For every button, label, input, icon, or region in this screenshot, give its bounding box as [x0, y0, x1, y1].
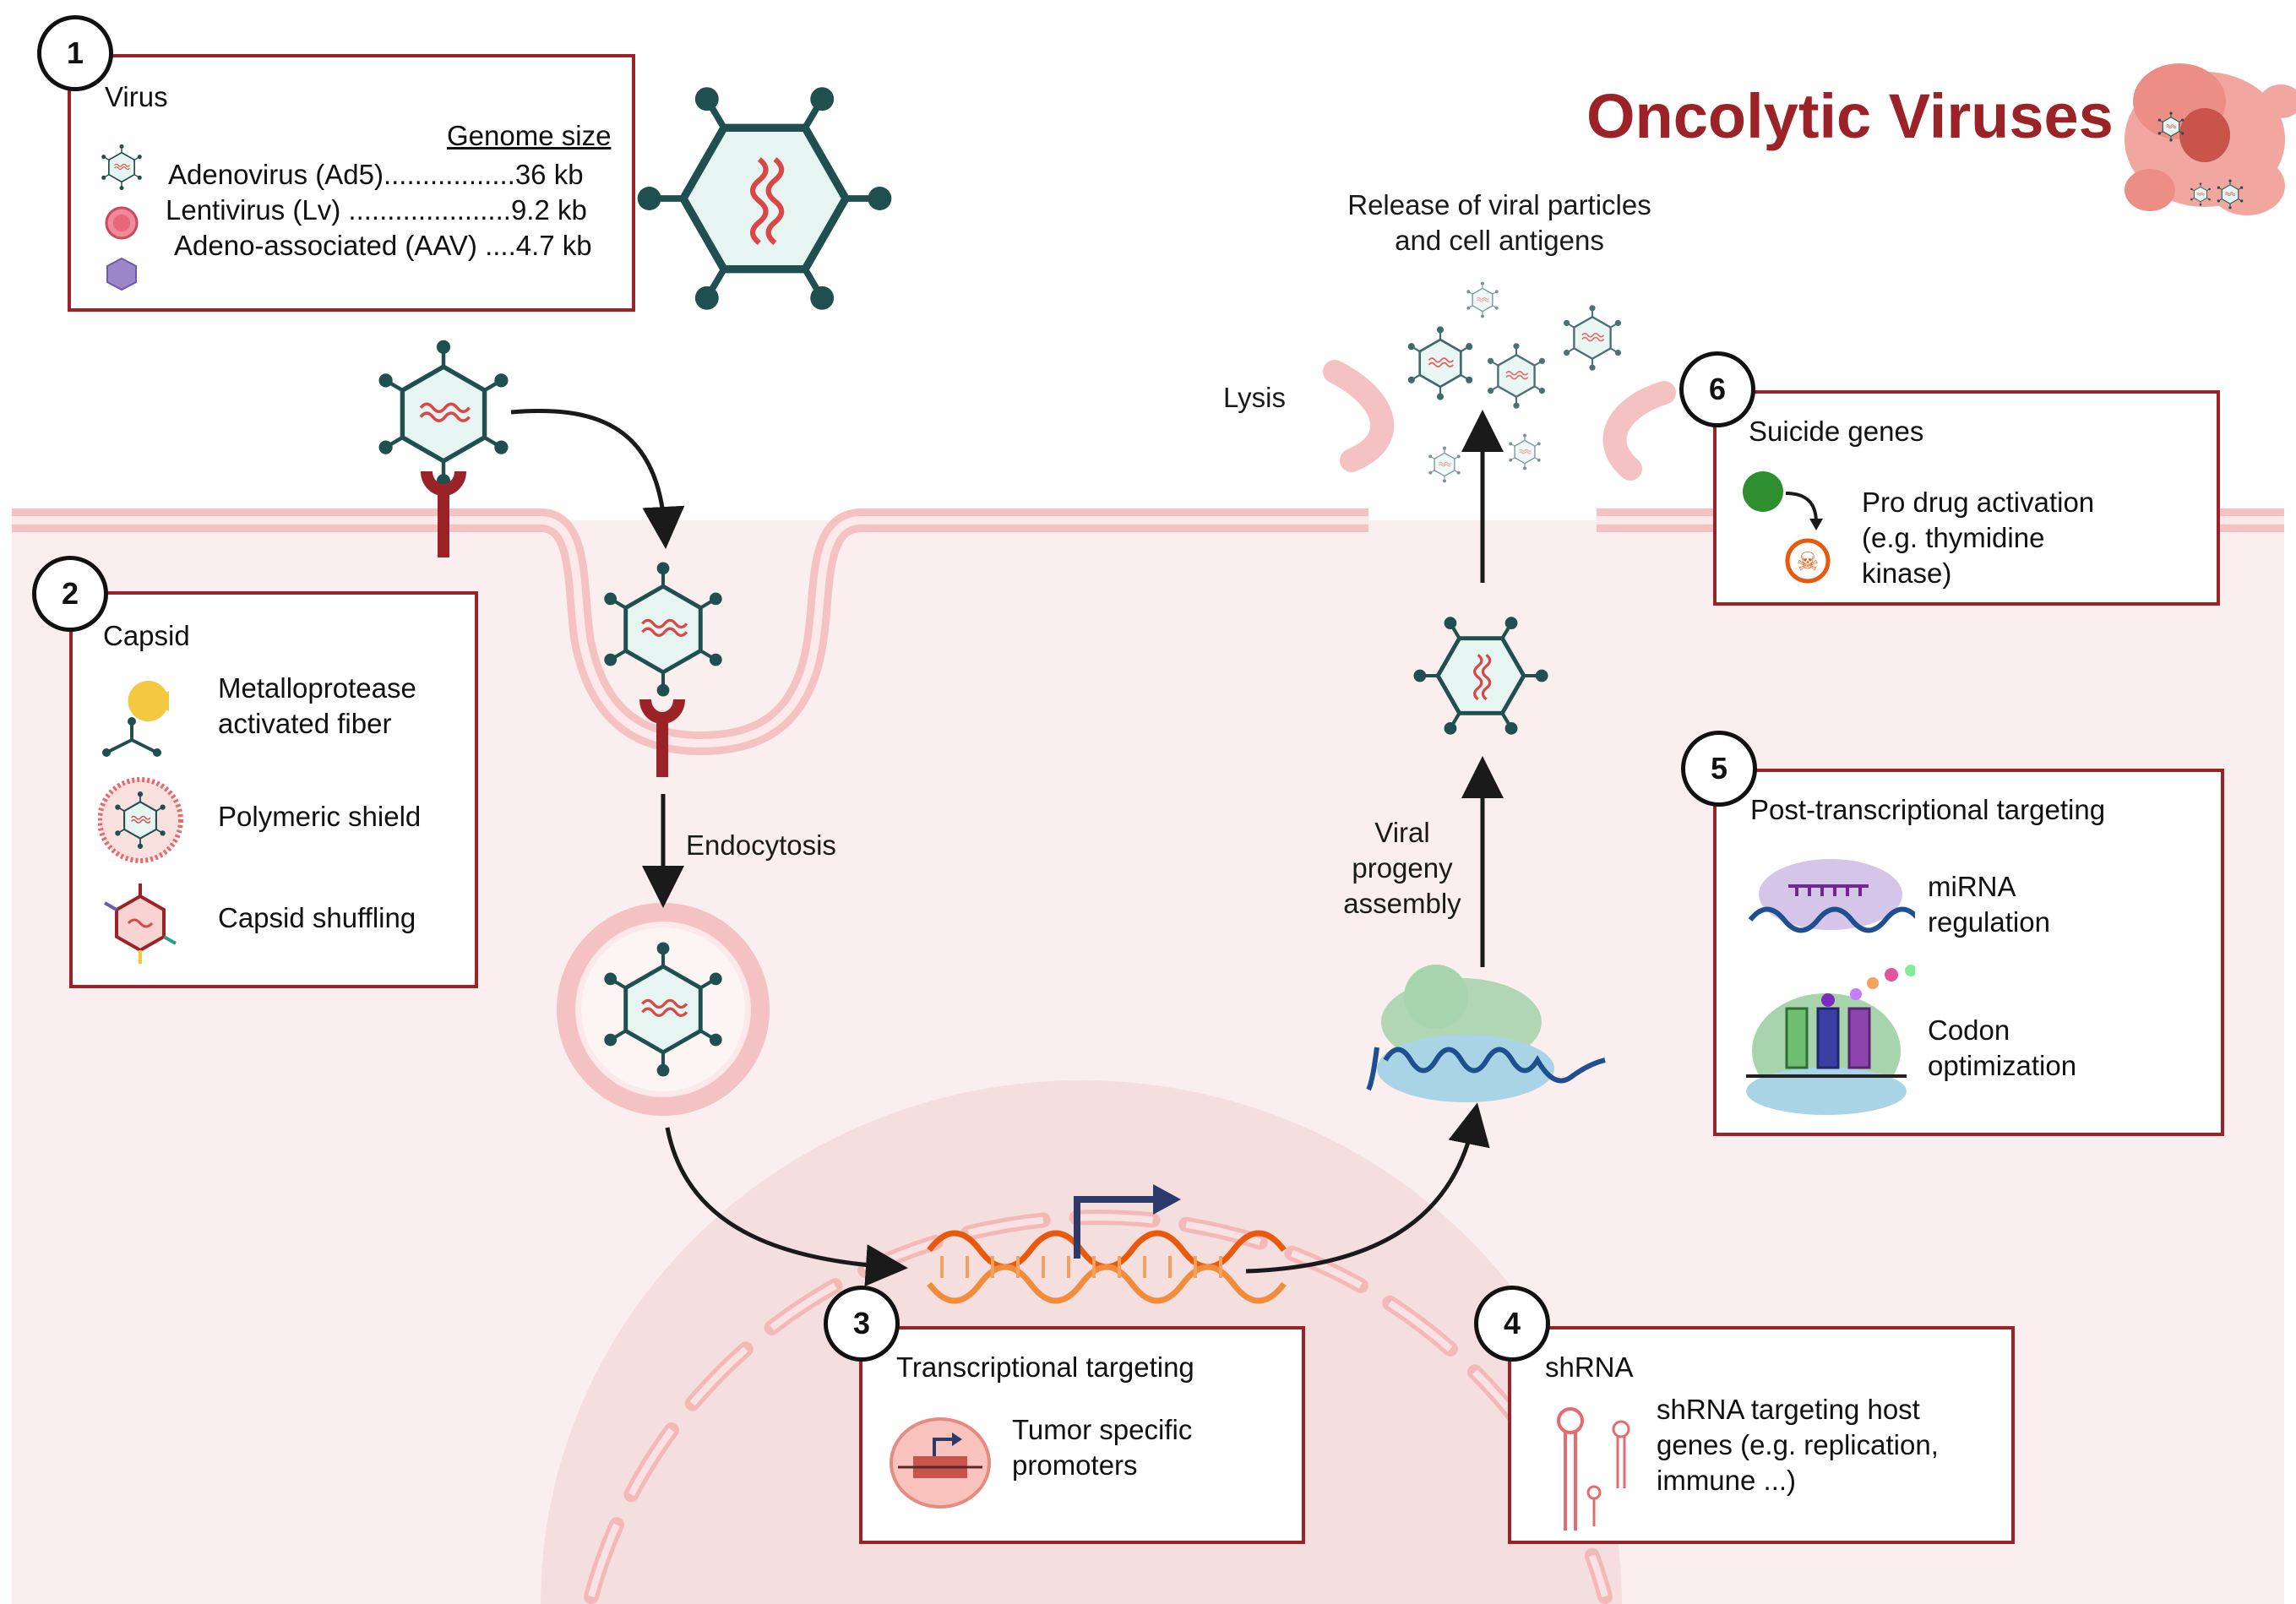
release-label: Release of viral particles and cell anti…	[1347, 189, 1651, 256]
virus-box-title: Virus	[105, 81, 168, 112]
tumor-logo-icon	[2125, 63, 2296, 215]
tumor-promoter-icon	[890, 1417, 991, 1509]
dna-helix-icon	[927, 1230, 1287, 1304]
step-5-badge: 5	[1681, 731, 1757, 807]
prodrug-icon: ☠	[1743, 471, 1831, 584]
shielded-virus-icon	[98, 777, 183, 863]
step-4-badge: 4	[1474, 1286, 1550, 1362]
page-title: Oncolytic Viruses	[1586, 81, 2114, 151]
aav-icon	[106, 257, 137, 291]
ribosome-icon	[1366, 965, 1606, 1102]
transcriptional-targeting-item: Tumor specific promoters	[1012, 1414, 1193, 1481]
viral-progeny-assembly-label: Viral progeny assembly	[1343, 817, 1461, 919]
capsid-item-metalloprotease: Metalloprotease activated fiber	[218, 672, 416, 739]
adenovirus-icon	[101, 143, 143, 192]
arrow-to-ribosome	[1245, 1102, 1490, 1274]
virus-row-lentivirus: Lentivirus (Lv) .....................9.2…	[166, 194, 587, 226]
capsid-box: Capsid Metalloprotease activated fiber P…	[69, 591, 478, 988]
shrna-box: shRNA shRNA targeting host genes (e.g. r…	[1508, 1326, 2015, 1544]
endocytosis-label: Endocytosis	[686, 829, 836, 861]
lysis-label: Lysis	[1223, 382, 1286, 413]
virus-box: Virus Genome size Adenovirus (Ad5)......…	[68, 54, 635, 312]
shrna-item: shRNA targeting host genes (e.g. replica…	[1657, 1394, 1939, 1496]
svg-text:☠: ☠	[1797, 547, 1820, 577]
capsid-item-polymeric-shield: Polymeric shield	[218, 801, 422, 832]
virus-type-icons	[101, 143, 143, 291]
transcriptional-targeting-title: Transcriptional targeting	[896, 1351, 1194, 1383]
receptor-icon	[421, 470, 466, 557]
capsid-item-capsid-shuffling: Capsid shuffling	[218, 902, 416, 933]
genome-size-header: Genome size	[447, 120, 612, 151]
capsid-box-title: Capsid	[103, 620, 190, 651]
pacman-fiber-icon	[102, 681, 169, 757]
post-transcriptional-icons	[1746, 859, 1915, 1115]
capsid-icons	[98, 681, 183, 964]
shrna-hairpin-icon	[1557, 1407, 1630, 1531]
virus-row-aav: Adeno-associated (AAV) ....4.7 kb	[174, 230, 592, 261]
arrow-to-dna	[665, 1127, 908, 1287]
shuffled-capsid-icon	[104, 884, 177, 964]
mirna-icon	[1748, 859, 1915, 933]
post-transcriptional-box: Post-transcriptional targeting miRNA reg…	[1713, 769, 2224, 1136]
released-virions	[1406, 281, 1623, 484]
step-1-badge: 1	[37, 15, 113, 91]
post-transcriptional-mirna: miRNA regulation	[1928, 871, 2050, 938]
suicide-genes-title: Suicide genes	[1749, 416, 1924, 447]
virus-row-adenovirus: Adenovirus (Ad5).................36 kb	[168, 159, 584, 190]
prodrug-icon-green	[1743, 471, 1783, 512]
shrna-box-title: shRNA	[1545, 1351, 1634, 1383]
suicide-genes-box: Suicide genes ☠ Pro drug activation (e.g…	[1713, 390, 2220, 606]
suicide-genes-item: Pro drug activation (e.g. thymidine kina…	[1862, 487, 2095, 589]
promoter-arrow-icon	[1074, 1184, 1181, 1259]
step-2-badge: 2	[32, 556, 108, 632]
transcriptional-targeting-box: Transcriptional targeting Tumor specific…	[859, 1326, 1305, 1544]
arrow-binding-to-pit	[510, 408, 685, 549]
step-3-badge: 3	[824, 1286, 900, 1362]
adenovirus-binding-icon	[379, 340, 509, 488]
adenovirus-large-icon	[638, 87, 892, 310]
receptor-icon-2	[639, 699, 685, 777]
skull-icon	[1785, 538, 1831, 584]
lentivirus-icon	[105, 206, 139, 240]
ribosome-codon-icon	[1746, 965, 1915, 1115]
step-6-badge: 6	[1679, 351, 1755, 427]
post-transcriptional-codon: Codon optimization	[1928, 1014, 2077, 1081]
post-transcriptional-title: Post-transcriptional targeting	[1750, 794, 2106, 825]
